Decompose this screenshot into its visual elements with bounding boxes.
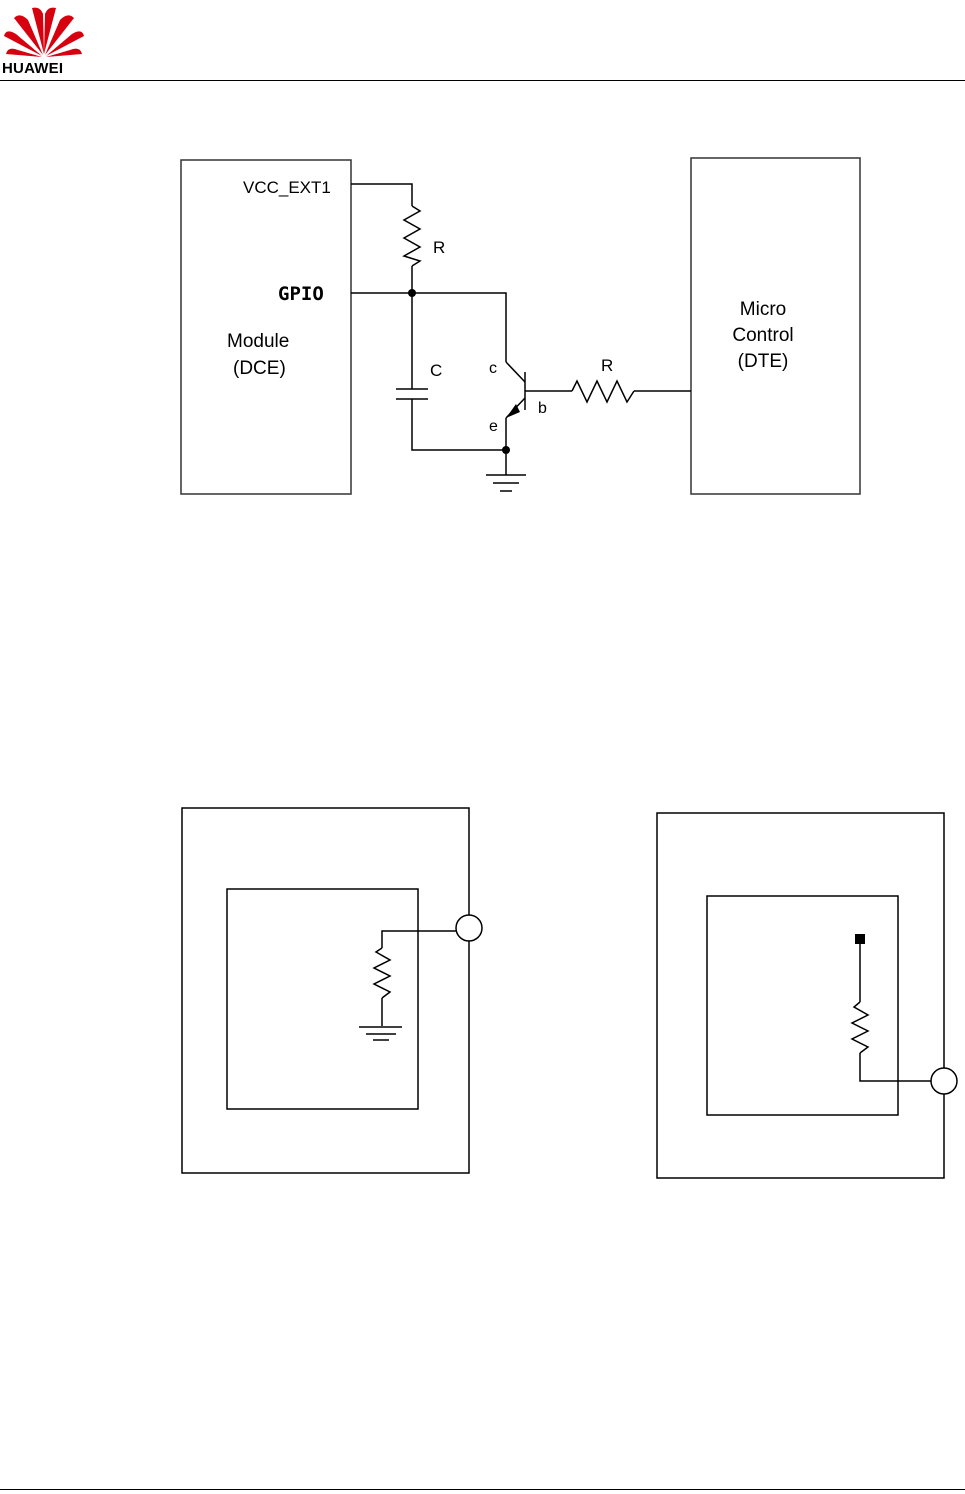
pulldown-inner-block: [226, 888, 419, 1110]
gpio-pin-label: GPIO: [278, 283, 324, 305]
module-block: [180, 159, 352, 495]
pulldown-resistor: [372, 947, 392, 999]
mcu-label-2: Control: [732, 325, 793, 346]
pulldown-ground-symbol: [359, 1026, 402, 1041]
junction-dot: [502, 446, 510, 454]
pulldown-pin-circle: [455, 914, 483, 942]
header-divider: [0, 80, 965, 81]
module-label: Module: [227, 331, 289, 352]
collector-label: c: [489, 360, 497, 377]
vcc-pin-label: VCC_EXT1: [243, 178, 331, 197]
capacitor-label: C: [430, 361, 442, 380]
junction-dot: [408, 289, 416, 297]
ground-symbol: [486, 474, 526, 492]
emitter-arrow: [506, 404, 520, 418]
page-header: HUAWEI: [0, 0, 965, 82]
pullup-resistor: [402, 205, 422, 267]
base-label: b: [538, 400, 547, 417]
base-resistor: [571, 379, 635, 404]
gpio-driver-circuit-diagram: VCC_EXT1 GPIO Module (DCE) R C c e b R M…: [180, 157, 861, 495]
pullup-pin-circle: [930, 1067, 958, 1095]
mcu-label-1: Micro: [740, 299, 786, 320]
mcu-block: [690, 157, 861, 495]
emitter-label: e: [489, 418, 498, 435]
footer-divider: [0, 1489, 965, 1490]
pullup-resistor: [850, 1001, 870, 1054]
pullup-inner-block: [706, 895, 899, 1116]
pullup-supply-node: [855, 934, 865, 944]
pull-resistor-diagrams: [181, 807, 958, 1179]
pullup-resistor-label: R: [433, 238, 445, 257]
base-resistor-label: R: [601, 356, 613, 375]
mcu-label-3: (DTE): [738, 351, 789, 372]
huawei-logo: [4, 7, 84, 57]
module-role-label: (DCE): [233, 358, 286, 379]
brand-wordmark: HUAWEI: [2, 60, 64, 77]
pulldown-outer-block: [181, 807, 470, 1174]
pullup-outer-block: [656, 812, 945, 1179]
